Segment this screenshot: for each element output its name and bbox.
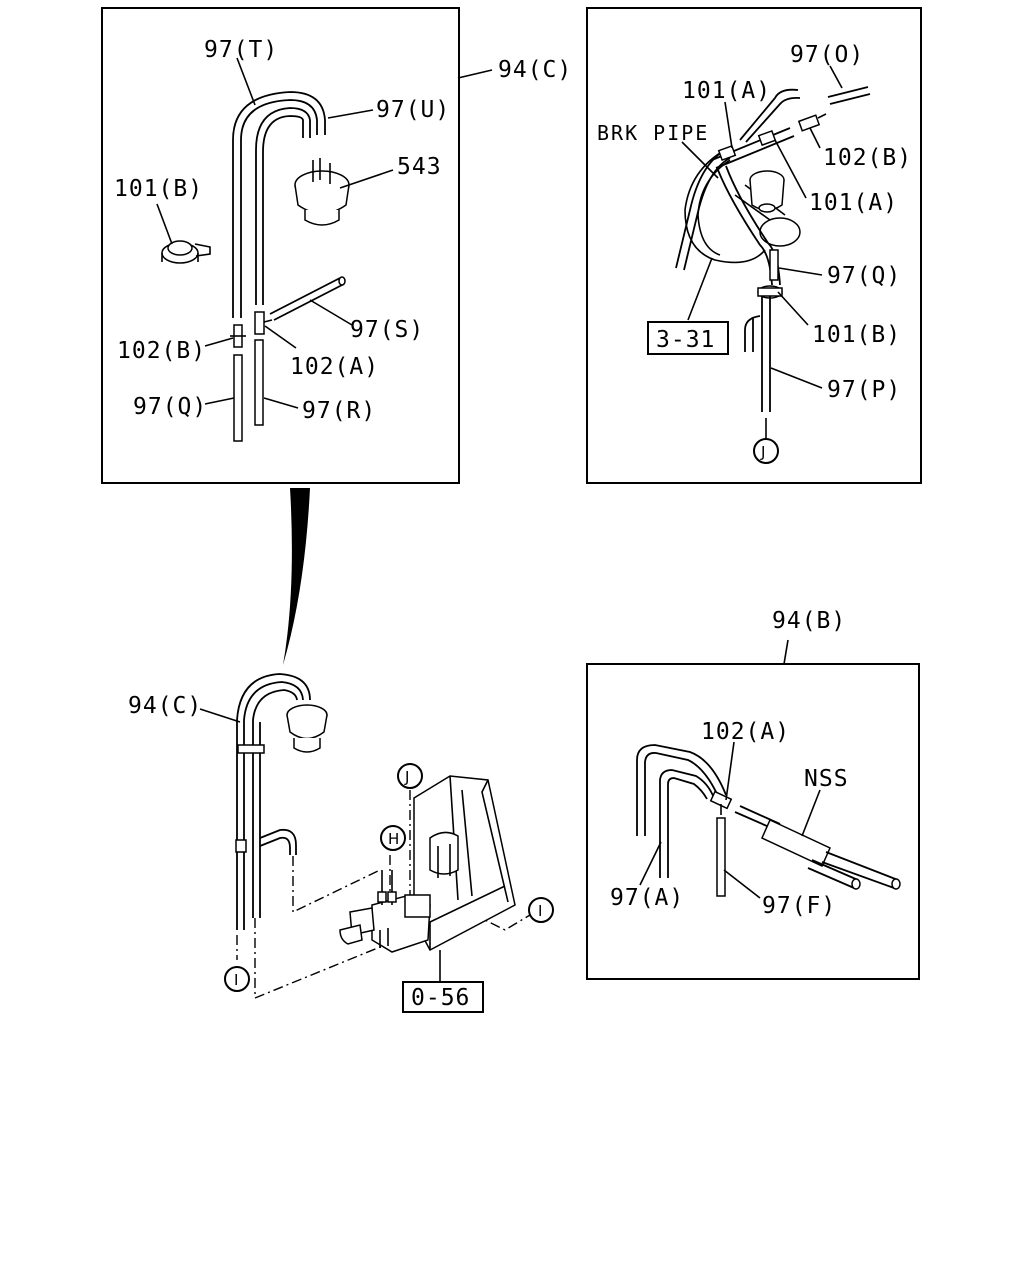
label-94b: 94(B) xyxy=(772,608,846,634)
panel-frame xyxy=(101,7,460,484)
mounting-bracket xyxy=(413,775,516,952)
leader-lines xyxy=(156,57,493,409)
hose-97o xyxy=(827,86,871,105)
hose-97u-inner xyxy=(262,115,304,305)
hose-97a xyxy=(636,744,727,836)
label-97q: 97(Q) xyxy=(827,263,901,289)
marker-i-right-text: I xyxy=(538,902,542,920)
label-97p: 97(P) xyxy=(827,377,901,403)
label-97r: 97(R) xyxy=(302,398,376,424)
clip xyxy=(237,744,265,754)
joint xyxy=(235,839,247,853)
brk-pipe-inner xyxy=(683,157,731,271)
solenoid-valve xyxy=(339,870,431,953)
label-nss: NSS xyxy=(804,766,849,792)
marker-j-text: J xyxy=(404,768,409,786)
label-101b: 101(B) xyxy=(812,322,901,348)
label-102a: 102(A) xyxy=(290,354,379,380)
ref-box-3-31 xyxy=(647,321,729,355)
marker-i-left xyxy=(224,966,250,992)
hose-97s xyxy=(269,277,345,321)
routing-lines xyxy=(236,790,531,999)
marker-j xyxy=(753,438,779,464)
label-97s: 97(S) xyxy=(350,317,424,343)
marker-i-left-text: I xyxy=(234,971,238,989)
marker-i-right xyxy=(528,897,554,923)
label-102b: 102(B) xyxy=(823,145,912,171)
panel-frame xyxy=(586,7,922,484)
label-97f: 97(F) xyxy=(762,893,836,919)
hose-branch xyxy=(259,828,297,855)
label-543: 543 xyxy=(397,154,442,180)
label-101a-top: 101(A) xyxy=(682,78,771,104)
hose-curve xyxy=(739,88,799,141)
vacuum-valve xyxy=(286,704,328,753)
hose-97a-2 xyxy=(659,769,715,878)
hose-97p xyxy=(761,296,771,412)
callout-connector xyxy=(283,488,310,665)
panel-top-left: 94(C) 97(T) 97(U) 543 101(B) 97(S) 102(B… xyxy=(101,7,572,484)
hose-97r xyxy=(254,339,264,426)
joint-102b xyxy=(230,324,246,348)
marker-j-text: J xyxy=(760,443,765,461)
panel-bottom-left: J H I I 0-56 94(C) xyxy=(128,673,554,1013)
label-brk-pipe: BRK PIPE xyxy=(597,121,709,145)
ref-box-3-31-text: 3-31 xyxy=(656,327,715,353)
hose-97u xyxy=(255,107,311,305)
nss-hoses xyxy=(734,805,901,890)
label-94c: 94(C) xyxy=(498,57,572,83)
leader-lines xyxy=(639,741,821,899)
label-97o: 97(O) xyxy=(790,42,864,68)
label-97q: 97(Q) xyxy=(133,394,207,420)
label-97t: 97(T) xyxy=(204,37,278,63)
panel-bottom-right: 94(B) 102(A) NS xyxy=(586,608,920,980)
label-97a: 97(A) xyxy=(610,885,684,911)
hose-97q xyxy=(769,249,779,281)
joint-102a xyxy=(709,790,733,815)
hose-97p-bend xyxy=(744,315,761,352)
leader-lines xyxy=(681,65,843,389)
label-101b: 101(B) xyxy=(114,176,203,202)
joint-102a xyxy=(254,311,273,335)
check-valve xyxy=(749,170,785,213)
marker-h xyxy=(380,825,406,851)
clip-101b xyxy=(161,240,211,264)
vacuum-valve-543 xyxy=(294,158,350,226)
ref-box-0-56 xyxy=(402,981,484,1013)
joint-102b xyxy=(797,113,827,132)
hose-assy-c xyxy=(236,673,311,930)
panel-frame xyxy=(586,663,920,980)
label-102a: 102(A) xyxy=(701,719,790,745)
label-101a-right: 101(A) xyxy=(809,190,898,216)
ref-box-0-56-text: 0-56 xyxy=(411,985,470,1011)
label-102b: 102(B) xyxy=(117,338,206,364)
hose-97t-inner xyxy=(240,99,318,318)
hose-97t xyxy=(232,91,326,318)
panel-top-right: 3-31 J 97(O) 101(A) BRK PIPE 102(B) 101(… xyxy=(586,7,922,484)
label-97u: 97(U) xyxy=(376,97,450,123)
label-94c: 94(C) xyxy=(128,693,202,719)
marker-j xyxy=(397,763,423,789)
hose-97f xyxy=(716,817,726,897)
marker-h-text: H xyxy=(388,830,399,848)
brake-booster xyxy=(684,149,801,264)
clip-101a xyxy=(717,129,777,162)
hose-97q xyxy=(233,354,243,442)
